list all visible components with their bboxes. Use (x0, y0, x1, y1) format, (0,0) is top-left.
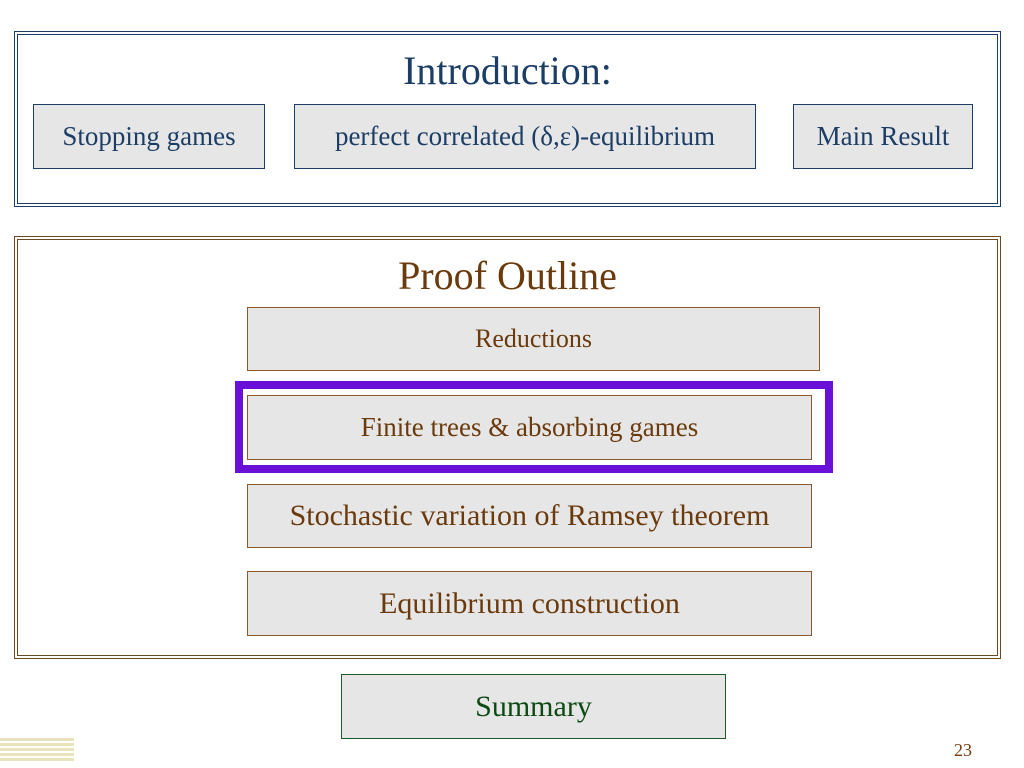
perfect-correlated-equilibrium-box[interactable]: perfect correlated (δ,ε)-equilibrium (294, 104, 756, 169)
finite-trees-absorbing-games-box[interactable]: Finite trees & absorbing games (247, 395, 812, 460)
page-number: 23 (954, 740, 972, 760)
main-result-box[interactable]: Main Result (793, 104, 973, 169)
equilibrium-construction-box[interactable]: Equilibrium construction (247, 571, 812, 636)
proof-outline-section: Proof Outline (14, 236, 1001, 659)
stochastic-ramsey-theorem-box[interactable]: Stochastic variation of Ramsey theorem (247, 484, 812, 548)
proof-outline-title: Proof Outline (398, 253, 617, 298)
introduction-section: Introduction: (14, 31, 1001, 207)
reductions-box[interactable]: Reductions (247, 307, 820, 371)
current-step-highlight (235, 381, 833, 473)
stopping-games-box[interactable]: Stopping games (33, 104, 265, 169)
introduction-title: Introduction: (403, 48, 612, 93)
summary-box[interactable]: Summary (341, 674, 726, 739)
decorative-corner-stripes (0, 738, 74, 762)
